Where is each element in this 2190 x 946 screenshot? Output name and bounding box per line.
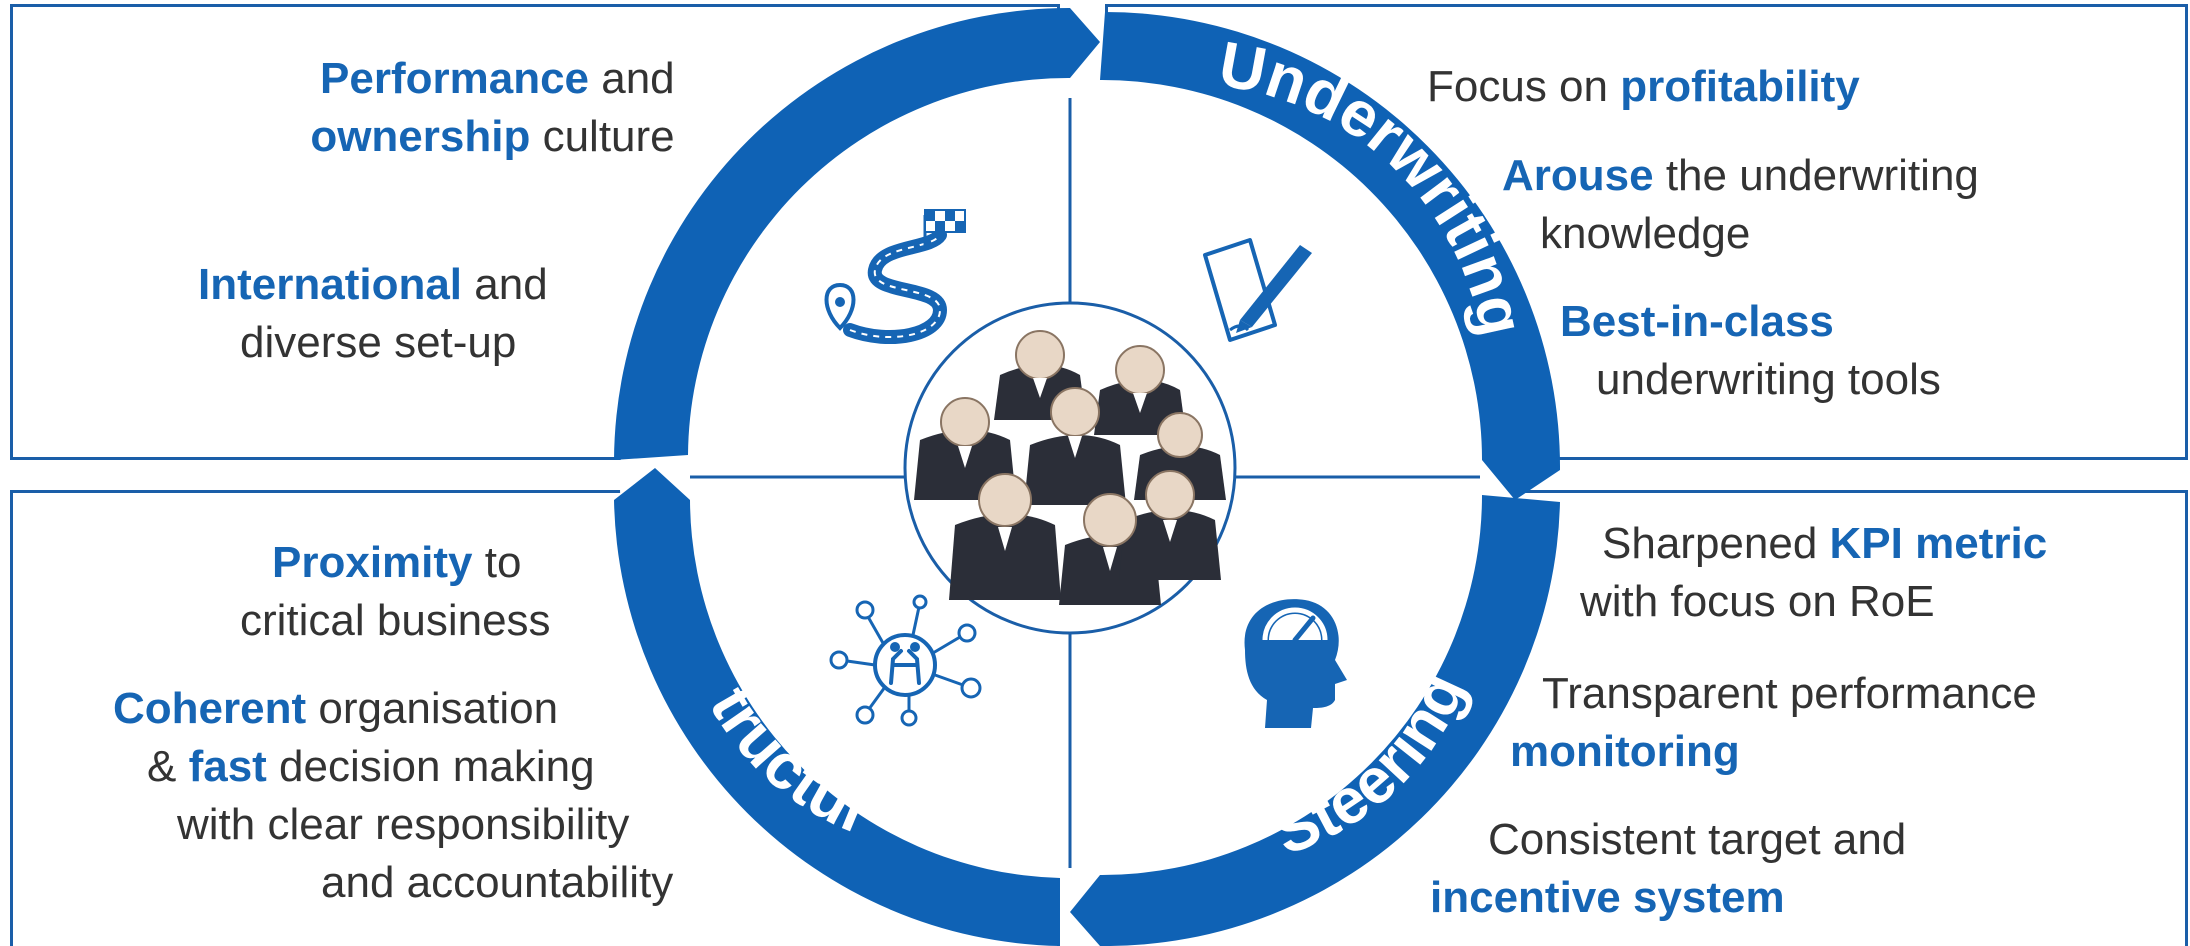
highlight-coherent: Coherent bbox=[113, 684, 307, 733]
steering-item-incentive-line2: incentive system bbox=[1430, 873, 1785, 922]
text-sharpened: Sharpened bbox=[1602, 519, 1830, 568]
text-and-2: and bbox=[462, 260, 548, 309]
structure-item-proximity-line1: Proximity to bbox=[272, 534, 551, 592]
ring-segment-culture bbox=[614, 7, 1100, 460]
underwriting-item-best-line2: underwriting tools bbox=[1596, 355, 1941, 404]
highlight-kpi-metric: KPI metric bbox=[1829, 519, 2048, 568]
highlight-international: International bbox=[198, 260, 463, 309]
culture-item-performance-line2: ownership culture bbox=[265, 108, 675, 166]
structure-item-coherent-line2: & fast decision making bbox=[147, 738, 673, 796]
culture-item-international-line2: diverse set-up bbox=[240, 318, 517, 367]
highlight-performance: Performance bbox=[320, 54, 590, 103]
underwriting-item-arouse-line1: Arouse the underwriting bbox=[1502, 147, 1979, 205]
steering-item-kpi-line2: with focus on RoE bbox=[1580, 577, 1935, 626]
steering-item-monitoring-line1: Transparent performance bbox=[1542, 669, 2037, 718]
steering-item-kpi-line1: Sharpened KPI metric bbox=[1602, 515, 2047, 573]
ring-segment-structure bbox=[614, 468, 1060, 946]
culture-item-international: International and diverse set-up bbox=[198, 256, 548, 372]
underwriting-item-best-line1: Best-in-class bbox=[1560, 297, 1834, 346]
structure-item-coherent-line1: Coherent organisation bbox=[113, 680, 673, 738]
head-with-gauge-icon bbox=[1244, 599, 1347, 728]
culture-item-performance: Performance and ownership culture bbox=[310, 50, 675, 166]
text-to: to bbox=[472, 538, 522, 587]
underwriting-item-arouse: Arouse the underwriting knowledge bbox=[1502, 147, 1979, 263]
structure-item-coherent-line3: with clear responsibility bbox=[177, 800, 630, 849]
paper-and-pen-icon bbox=[1203, 238, 1312, 342]
steering-item-monitoring: Transparent performance monitoring bbox=[1510, 665, 2037, 781]
steering-item-incentive-line1: Consistent target and bbox=[1488, 815, 1907, 864]
steering-item-monitoring-line2: monitoring bbox=[1510, 727, 1740, 776]
highlight-arouse: Arouse bbox=[1502, 151, 1654, 200]
underwriting-item-profitability: Focus on profitability bbox=[1427, 58, 1860, 116]
highlight-ownership: ownership bbox=[310, 112, 531, 161]
underwriting-item-best-in-class: Best-in-class underwriting tools bbox=[1560, 293, 1941, 409]
underwriting-item-arouse-line2: knowledge bbox=[1540, 209, 1751, 258]
steering-item-kpi: Sharpened KPI metric with focus on RoE bbox=[1580, 515, 2047, 631]
structure-item-proximity: Proximity to critical business bbox=[240, 534, 551, 650]
text-culture: culture bbox=[530, 112, 675, 161]
text-and: and bbox=[589, 54, 675, 103]
road-with-finish-flag-icon bbox=[824, 209, 966, 344]
culture-item-international-line1: International and bbox=[198, 256, 548, 314]
executive-team-illustration bbox=[914, 330, 1226, 605]
structure-item-proximity-line2: critical business bbox=[240, 596, 551, 645]
text-ampersand: & bbox=[147, 742, 189, 791]
structure-item-coherent: Coherent organisation & fast decision ma… bbox=[113, 680, 673, 912]
network-handshake-icon bbox=[829, 594, 982, 727]
text-the-underwriting: the underwriting bbox=[1653, 151, 1979, 200]
steering-item-incentive: Consistent target and incentive system bbox=[1430, 811, 1906, 927]
ring-segment-steering bbox=[1070, 495, 1560, 946]
text-decision-making: decision making bbox=[266, 742, 595, 791]
highlight-profitability: profitability bbox=[1620, 62, 1860, 111]
structure-item-coherent-line4: and accountability bbox=[321, 858, 674, 907]
text-organisation: organisation bbox=[306, 684, 559, 733]
highlight-proximity: Proximity bbox=[272, 538, 473, 587]
text-focus-on: Focus on bbox=[1427, 62, 1621, 111]
highlight-fast: fast bbox=[188, 742, 267, 791]
ring-segment-underwriting bbox=[1100, 12, 1561, 500]
culture-item-performance-line1: Performance and bbox=[320, 50, 675, 108]
